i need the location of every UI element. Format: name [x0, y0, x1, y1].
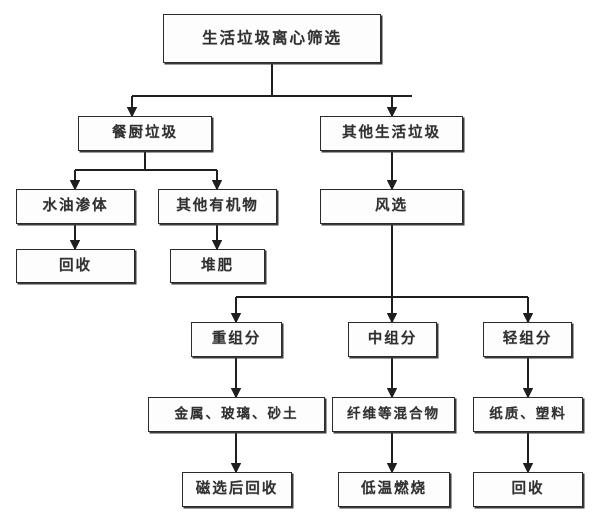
node-water-oil-leachate[interactable]: 水油渗体 — [16, 189, 135, 224]
node-metal-glass-sand[interactable]: 金属、玻璃、砂土 — [148, 397, 325, 432]
node-recycle-right[interactable]: 回收 — [473, 472, 583, 507]
node-air-separation[interactable]: 风选 — [320, 189, 463, 224]
node-other-organics[interactable]: 其他有机物 — [158, 189, 277, 224]
node-air-separation-label: 风选 — [375, 198, 408, 215]
node-light-fraction-label: 轻组分 — [502, 331, 553, 348]
node-fiber-mixture-label: 纤维等混合物 — [347, 405, 440, 422]
node-root-label: 生活垃圾离心筛选 — [201, 28, 342, 47]
node-other-domestic-waste-label: 其他生活垃圾 — [342, 125, 441, 142]
node-other-organics-label: 其他有机物 — [176, 198, 259, 215]
node-compost[interactable]: 堆肥 — [170, 249, 265, 283]
node-other-domestic-waste[interactable]: 其他生活垃圾 — [320, 116, 463, 151]
node-heavy-fraction-label: 重组分 — [211, 331, 262, 348]
node-recycle-left-label: 回收 — [59, 257, 92, 274]
node-heavy-fraction[interactable]: 重组分 — [191, 322, 282, 357]
node-kitchen-waste[interactable]: 餐厨垃圾 — [78, 116, 212, 151]
node-paper-plastic-label: 纸质、塑料 — [489, 405, 567, 422]
node-medium-fraction-label: 中组分 — [367, 331, 418, 348]
node-water-oil-leachate-label: 水油渗体 — [42, 198, 109, 215]
node-paper-plastic[interactable]: 纸质、塑料 — [473, 397, 583, 432]
node-compost-label: 堆肥 — [201, 257, 234, 274]
node-recycle-left[interactable]: 回收 — [16, 249, 135, 283]
node-light-fraction[interactable]: 轻组分 — [483, 322, 572, 357]
node-metal-glass-sand-label: 金属、玻璃、砂土 — [174, 405, 299, 422]
node-recycle-right-label: 回收 — [511, 481, 545, 498]
node-root[interactable]: 生活垃圾离心筛选 — [163, 14, 381, 63]
node-fiber-mixture[interactable]: 纤维等混合物 — [332, 397, 455, 432]
node-kitchen-waste-label: 餐厨垃圾 — [112, 125, 178, 142]
node-low-temp-combustion[interactable]: 低温燃烧 — [338, 472, 450, 507]
node-medium-fraction[interactable]: 中组分 — [348, 322, 437, 357]
node-magnetic-recovery-label: 磁选后回收 — [195, 481, 279, 498]
node-low-temp-combustion-label: 低温燃烧 — [361, 481, 427, 498]
node-magnetic-recovery[interactable]: 磁选后回收 — [182, 472, 292, 507]
